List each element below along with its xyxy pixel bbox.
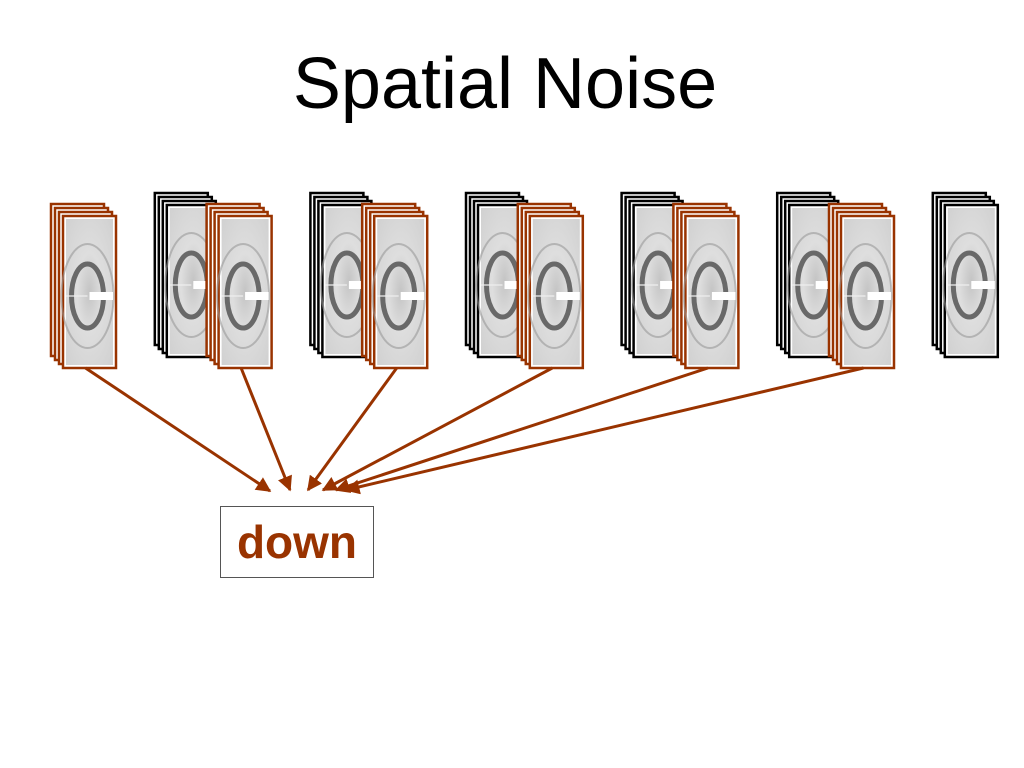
frame <box>60 214 118 370</box>
diffraction-ring-frame-icon <box>371 219 426 365</box>
frame <box>216 214 273 370</box>
arrow-to-down <box>321 366 554 492</box>
frame-stack-down <box>516 202 585 370</box>
arrow-to-down <box>84 366 272 493</box>
frame <box>371 214 429 370</box>
frame <box>527 214 585 370</box>
frame-stack-down <box>49 202 118 370</box>
frame-stack-down <box>360 202 429 370</box>
down-label: down <box>236 516 358 568</box>
diffraction-ring-frame-icon <box>527 219 582 365</box>
frame-stack-down <box>205 202 273 370</box>
frame <box>942 203 1000 359</box>
diffraction-ring-frame-icon <box>60 219 115 365</box>
diffraction-ring-frame-icon <box>216 219 271 365</box>
arrow-to-down <box>344 366 864 495</box>
frame-stack-down <box>672 202 740 370</box>
diffraction-ring-frame-icon <box>942 208 997 354</box>
arrow-to-down <box>334 366 709 493</box>
down-label-box: down <box>220 506 374 578</box>
diffraction-ring-frame-icon <box>838 219 893 365</box>
page-title: Spatial Noise <box>292 44 718 124</box>
frame <box>682 214 740 370</box>
diffraction-ring-frame-icon <box>682 219 737 365</box>
arrow-to-down <box>239 367 292 492</box>
frame <box>838 214 896 370</box>
frame-stack-down <box>827 202 896 370</box>
frame-stack-up <box>931 191 1000 359</box>
arrow-to-down <box>306 367 398 492</box>
